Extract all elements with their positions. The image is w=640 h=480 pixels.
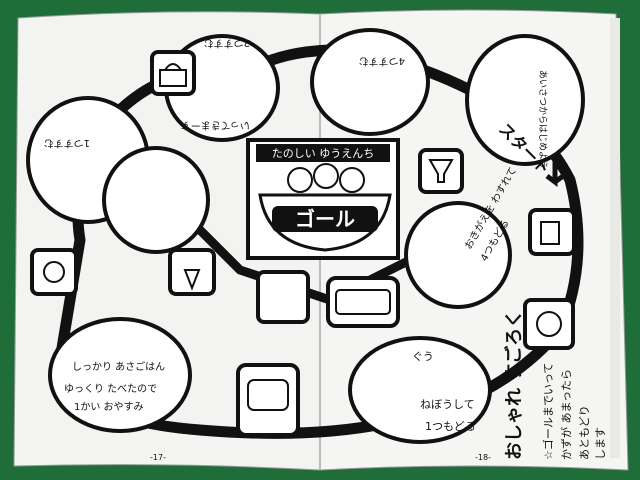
ice-cream-icon <box>168 248 216 296</box>
glass-icon <box>418 148 464 194</box>
square-text-2tsususumu: 2つすすむ <box>204 37 250 49</box>
start-bubble <box>465 34 585 166</box>
alarm-clock-icon <box>523 298 575 350</box>
square-text-1tsususumu: 1つすすむ <box>44 137 90 149</box>
child-face-icon-3 <box>339 167 365 193</box>
right-page-number: -18- <box>475 453 491 462</box>
square-text-nebou-1: ねぼうして <box>420 398 475 411</box>
child-face-icon-2 <box>313 163 339 189</box>
child-face-icon <box>287 167 313 193</box>
space-bubble-nebou <box>348 336 492 444</box>
banner-bg <box>256 144 390 162</box>
hair-bow-icon <box>30 248 78 296</box>
instruction-3: あともどり <box>578 405 591 460</box>
handbag-shape <box>159 63 187 87</box>
instruction-2: かずが あまったら <box>559 369 573 460</box>
instruction-4: します <box>594 427 607 460</box>
square-text-asagohan-3: 1かい おやすみ <box>74 401 144 413</box>
square-text-asagohan-2: ゆっくり たべたので <box>64 383 157 395</box>
goal-label: ゴール <box>295 207 355 231</box>
game-title: おしゃれ すごろく <box>503 310 525 460</box>
instruction-1: ☆ゴールまでいって <box>541 363 555 460</box>
iron-icon <box>236 363 300 437</box>
start-arrow-icon <box>545 160 565 187</box>
handbag-icon <box>150 50 196 96</box>
goal-label-bg <box>272 206 378 232</box>
square-text-ittekimasu: いってきまーす <box>181 119 250 131</box>
square-text-4tsususumu: 4つすすむ <box>359 55 405 67</box>
gate-icon <box>256 270 310 324</box>
square-text-nebou-2: 1つもどる <box>425 420 476 433</box>
bus-icon <box>326 276 400 328</box>
square-text-asagohan-1: しっかり あさごはん <box>72 360 165 373</box>
start-bubble-text: あいさつからはじめよう <box>537 70 548 169</box>
space-bubble-asagohan <box>48 317 192 433</box>
page-edge <box>610 18 620 458</box>
space-bubble-kids <box>102 146 210 254</box>
mug-icon <box>528 208 576 256</box>
space-bubble-4tsususumu <box>310 28 430 136</box>
square-sound: ぐう <box>412 350 434 363</box>
space-bubble-okigae <box>404 201 512 309</box>
banner-text: たのしい ゆうえんち <box>272 147 375 160</box>
left-page-number: -17- <box>150 453 166 462</box>
